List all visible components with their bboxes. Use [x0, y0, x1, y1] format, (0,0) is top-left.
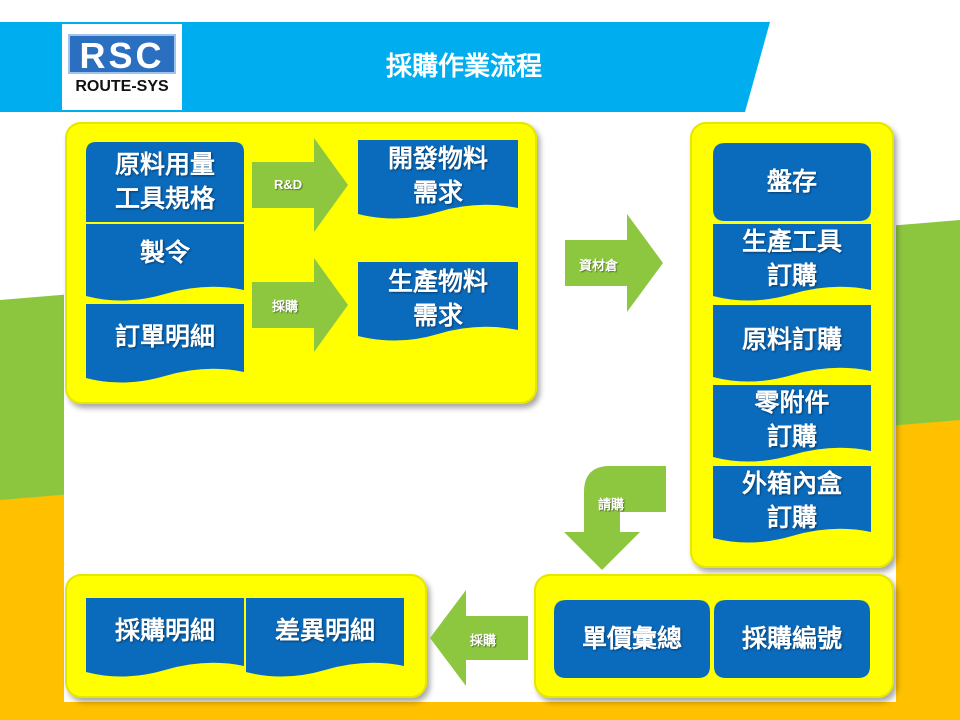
arrow-requisition: 請購	[562, 462, 672, 572]
box-dev-material-need: 開發物料 需求	[358, 140, 518, 220]
logo-mark: RSC	[68, 34, 176, 76]
box-label: 開發物料 需求	[387, 144, 488, 207]
logo-text: ROUTE-SYS	[75, 78, 169, 95]
box-parts-order: 零附件 訂購	[713, 385, 871, 463]
arrow-warehouse: 資材倉	[565, 214, 663, 312]
box-label: 外箱內盒 訂購	[741, 469, 842, 532]
box-label: 原料訂購	[741, 325, 842, 354]
box-price-summary: 單價彙總	[554, 600, 710, 678]
arrow-purchase-top: 採購	[252, 258, 348, 352]
arrow-label: R&D	[274, 177, 303, 192]
box-label: 生產工具 訂購	[741, 227, 842, 290]
box-box-order: 外箱內盒 訂購	[713, 466, 871, 544]
box-label: 零附件 訂購	[754, 388, 830, 451]
box-label: 採購明細	[114, 616, 215, 645]
box-label: 原料用量 工具規格	[114, 150, 215, 213]
box-label: 差異明細	[274, 616, 375, 645]
box-inventory: 盤存	[713, 143, 871, 221]
box-purchase-number: 採購編號	[714, 600, 870, 678]
box-label: 採購編號	[741, 624, 842, 653]
box-material-usage: 原料用量 工具規格	[86, 142, 244, 222]
arrow-label: 資材倉	[579, 258, 619, 273]
arrow-label: 請購	[598, 497, 625, 512]
arrow-purchase-bottom: 採購	[430, 590, 528, 686]
arrow-label: 採購	[272, 299, 299, 314]
box-label: 製令	[139, 238, 190, 267]
arrow-label: 採購	[470, 633, 497, 648]
box-order-detail: 訂單明細	[86, 304, 244, 384]
box-raw-material-order: 原料訂購	[713, 305, 871, 383]
box-purchase-detail: 採購明細	[86, 598, 244, 678]
box-label: 生產物料 需求	[387, 267, 488, 330]
box-label: 訂單明細	[114, 322, 215, 351]
page-title: 採購作業流程	[385, 52, 542, 82]
box-variance-detail: 差異明細	[246, 598, 404, 678]
box-prod-material-need: 生產物料 需求	[358, 262, 518, 342]
box-label: 單價彙總	[581, 624, 682, 653]
box-label: 盤存	[766, 167, 817, 196]
box-tool-order: 生產工具 訂購	[713, 224, 871, 302]
logo: RSC ROUTE-SYS	[62, 24, 182, 110]
arrow-rnd: R&D	[252, 138, 348, 232]
box-work-order: 製令	[86, 224, 244, 302]
header-bar	[0, 22, 770, 112]
